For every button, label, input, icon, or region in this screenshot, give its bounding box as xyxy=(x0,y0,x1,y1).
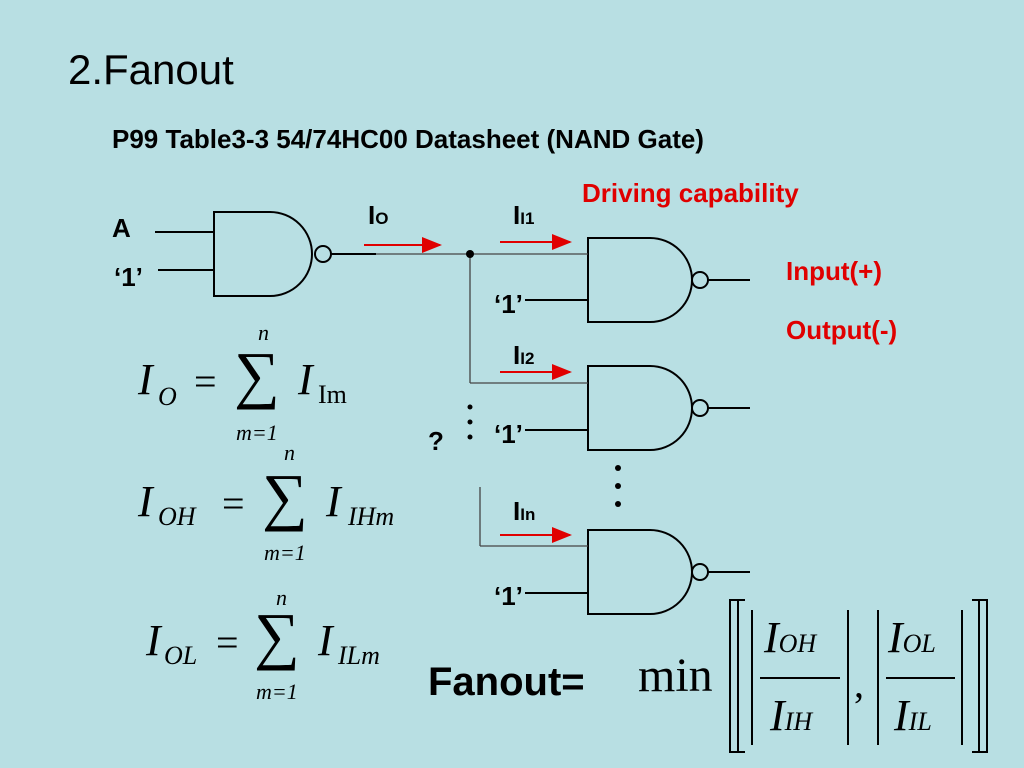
frac1-denominator: IIH xyxy=(770,691,813,740)
rhs-symbol: I xyxy=(318,616,333,665)
sum-upper-limit: n xyxy=(284,440,295,465)
lhs-symbol: I xyxy=(138,355,153,404)
output-sign-label: Output(-) xyxy=(786,315,898,345)
input-one-label: ‘1’ xyxy=(114,262,143,292)
lhs-symbol: I xyxy=(138,477,153,526)
rhs-symbol: I xyxy=(326,477,341,526)
load2-one-label: ‘1’ xyxy=(494,419,523,449)
lhs-subscript: OH xyxy=(158,502,196,531)
ii2-label: II2 xyxy=(513,340,535,370)
frac2-denominator: IIL xyxy=(894,691,932,740)
sum-lower-limit: m=1 xyxy=(264,540,306,565)
load1-one-label: ‘1’ xyxy=(494,289,523,319)
rhs-subscript: Im xyxy=(318,380,347,409)
comma: , xyxy=(854,661,864,706)
sum-upper-limit: n xyxy=(276,585,287,610)
sum-upper-limit: n xyxy=(258,320,269,345)
page-title: 2.Fanout xyxy=(68,46,234,93)
equation-io: n I O = ∑ I Im m=1 xyxy=(130,320,370,450)
equals-sign: = xyxy=(216,620,239,665)
loadn-one-label: ‘1’ xyxy=(494,581,523,611)
sum-lower-limit: m=1 xyxy=(236,420,278,445)
ellipsis-dot xyxy=(615,465,621,471)
io-label: IO xyxy=(368,200,389,230)
sum-symbol: ∑ xyxy=(234,339,280,410)
lhs-symbol: I xyxy=(146,616,161,665)
fanout-label: Fanout= xyxy=(428,660,585,704)
equation-ioh: n I OH = ∑ I IHm m=1 xyxy=(130,440,410,570)
ellipsis-dot xyxy=(615,483,621,489)
driver-nand-gate xyxy=(213,211,313,297)
equals-sign: = xyxy=(222,481,245,526)
input-sign-label: Input(+) xyxy=(786,256,883,286)
sum-symbol: ∑ xyxy=(262,461,308,532)
rhs-subscript: ILm xyxy=(338,641,380,670)
ellipsis-dot xyxy=(615,501,621,507)
ii1-label: II1 xyxy=(513,200,535,230)
lhs-subscript: OL xyxy=(164,641,198,670)
sum-symbol: ∑ xyxy=(254,600,300,671)
iin-label: IIn xyxy=(513,496,536,526)
driving-capability-label: Driving capability xyxy=(582,178,799,208)
rhs-subscript: IHm xyxy=(348,502,395,531)
equals-sign: = xyxy=(194,359,217,404)
junction-dot xyxy=(466,250,474,258)
question-mark: ? xyxy=(428,426,444,456)
ellipsis-dot xyxy=(467,419,473,425)
frac1-numerator: IOH xyxy=(764,613,817,662)
equation-iol: n I OL = ∑ I ILm m=1 xyxy=(140,585,420,715)
input-a-label: A xyxy=(112,213,131,243)
subtitle: P99 Table3-3 54/74HC00 Datasheet (NAND G… xyxy=(112,124,704,154)
frac2-numerator: IOL xyxy=(888,613,936,662)
ellipsis-dot xyxy=(467,404,473,410)
rhs-symbol: I xyxy=(298,355,313,404)
min-function: min xyxy=(638,649,713,702)
sum-lower-limit: m=1 xyxy=(256,679,298,704)
ellipsis-dot xyxy=(467,434,473,440)
lhs-subscript: O xyxy=(158,382,177,411)
